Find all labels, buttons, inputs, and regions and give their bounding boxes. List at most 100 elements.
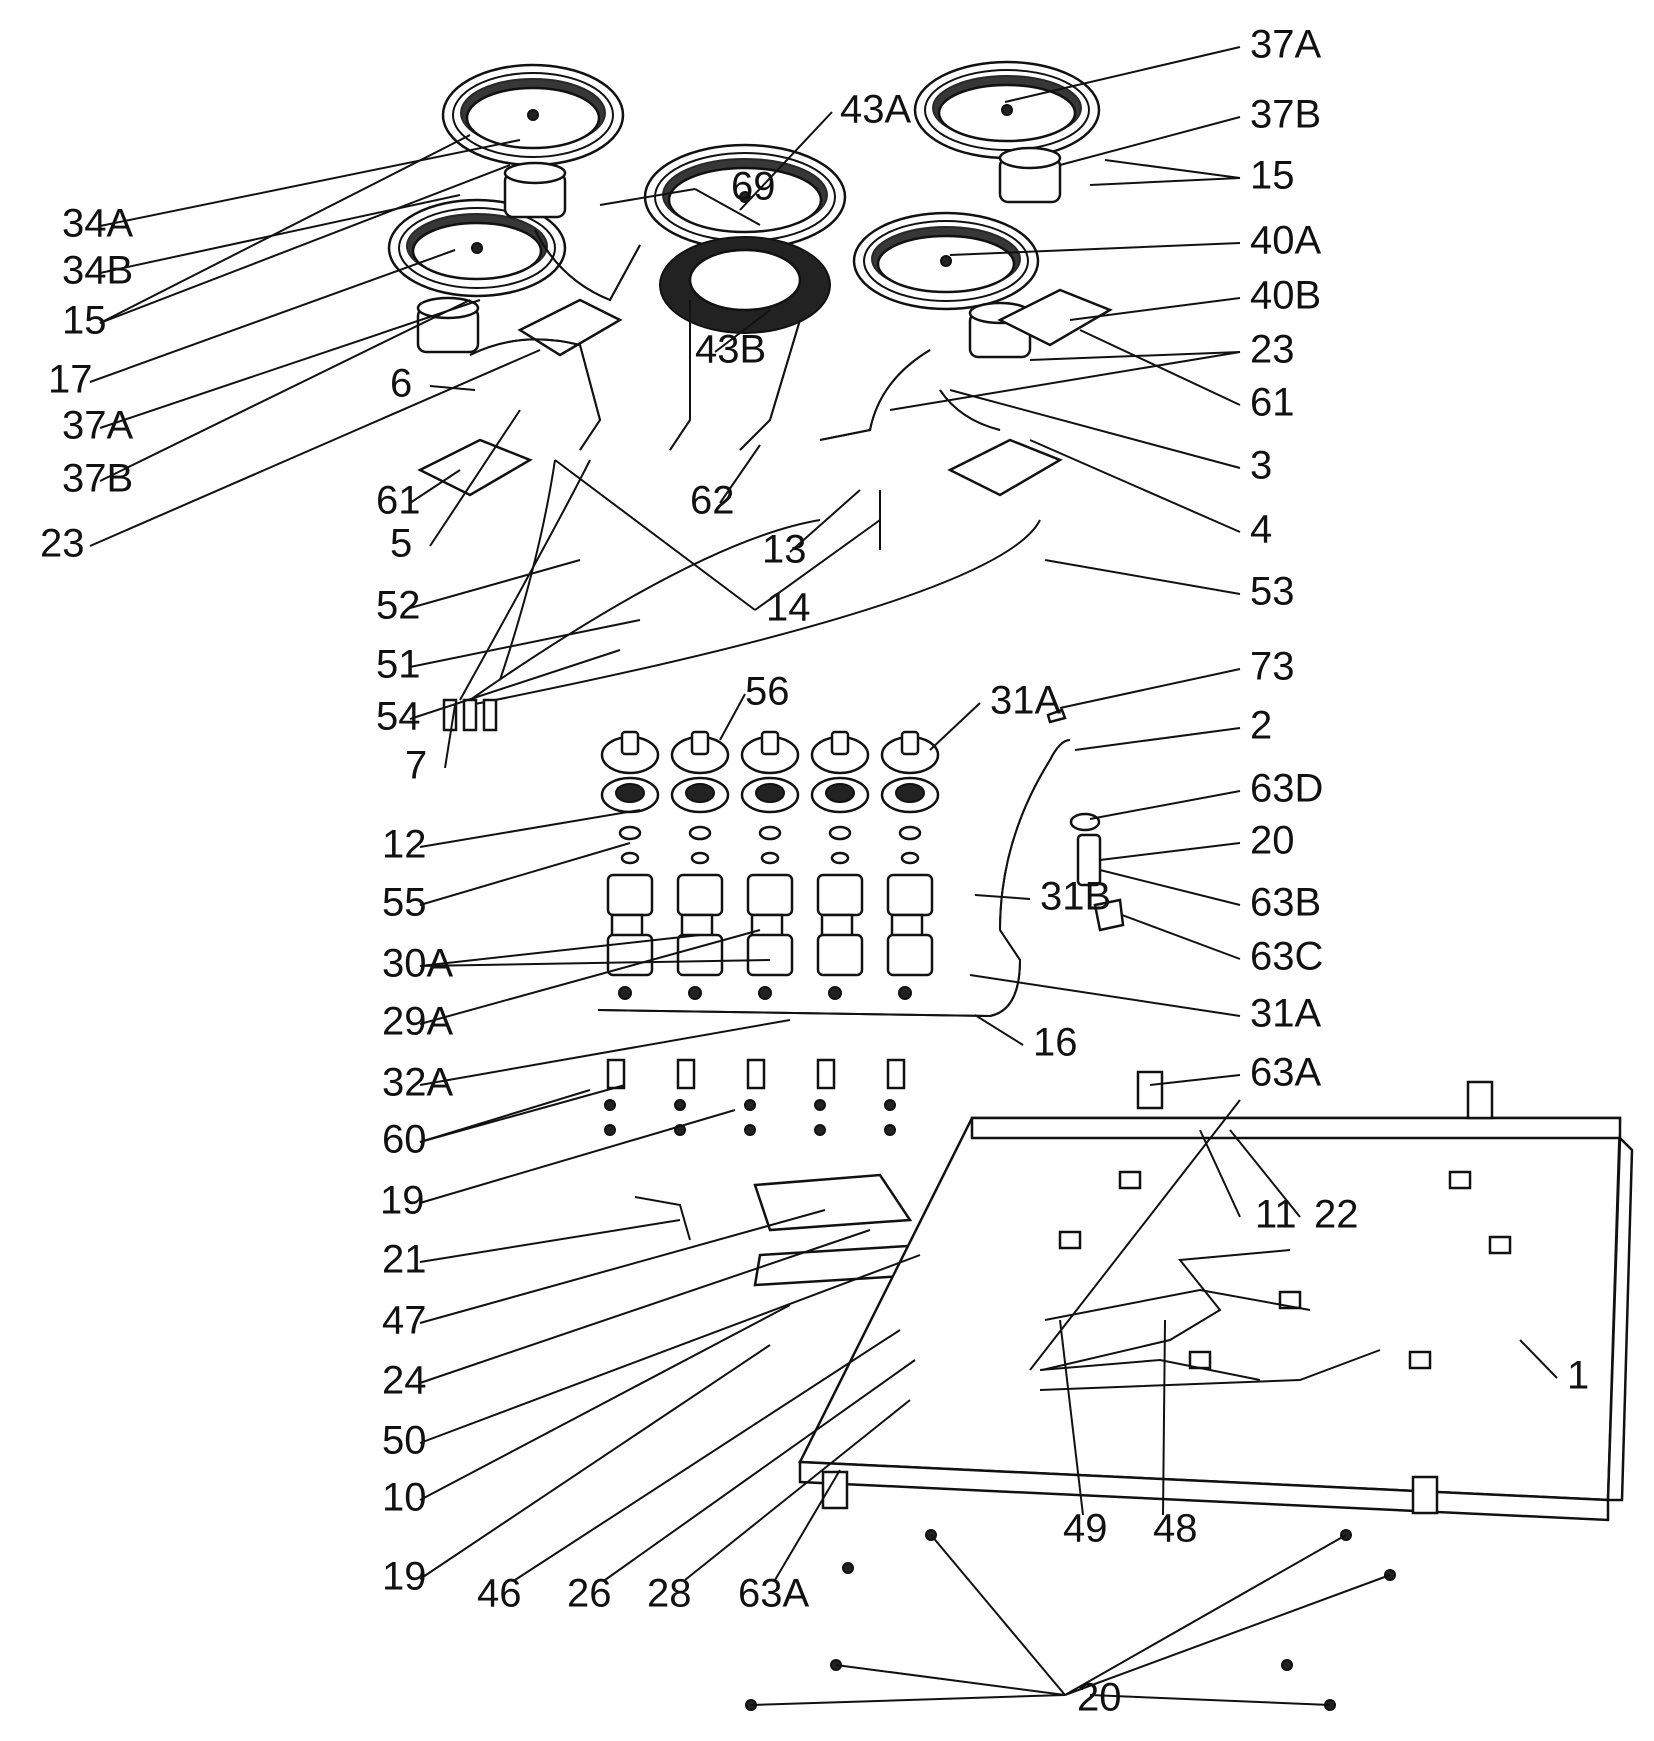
gas-valve-lower bbox=[746, 933, 794, 977]
leader-line bbox=[1149, 1074, 1241, 1086]
leader-line bbox=[1029, 439, 1241, 533]
leader-line bbox=[750, 1694, 1066, 1706]
spring-washer bbox=[688, 825, 712, 841]
leader-line bbox=[419, 959, 771, 967]
leader-line bbox=[419, 842, 631, 906]
burner-center bbox=[940, 255, 952, 267]
screw bbox=[814, 1124, 826, 1136]
screw bbox=[744, 1099, 756, 1111]
callout-7: 7 bbox=[405, 744, 427, 788]
leader-line bbox=[419, 809, 641, 848]
callout-43b: 43B bbox=[695, 328, 766, 372]
chassis-tab bbox=[1448, 1170, 1472, 1190]
callout-47: 47 bbox=[382, 1299, 427, 1343]
screw bbox=[674, 1099, 686, 1111]
wire-harness bbox=[1044, 1288, 1311, 1321]
callout-28: 28 bbox=[647, 1572, 692, 1616]
knob-grip bbox=[690, 730, 710, 756]
screw bbox=[604, 1099, 616, 1111]
callout-63c: 63C bbox=[1250, 935, 1323, 979]
leader-line bbox=[1519, 1339, 1558, 1379]
leader-line bbox=[409, 559, 581, 609]
chassis-pan bbox=[798, 1116, 1622, 1502]
chassis-side bbox=[1606, 1135, 1634, 1502]
callout-73: 73 bbox=[1250, 645, 1295, 689]
callout-16: 16 bbox=[1033, 1021, 1078, 1065]
screw bbox=[884, 1099, 896, 1111]
screw bbox=[744, 1124, 756, 1136]
leader-line bbox=[754, 519, 881, 611]
leader-line bbox=[419, 1109, 736, 1204]
callout-43a: 43A bbox=[840, 88, 911, 132]
leader-line bbox=[429, 409, 521, 547]
leader-line bbox=[774, 1469, 841, 1581]
wire-harness bbox=[1039, 1358, 1261, 1381]
leader-line bbox=[89, 349, 541, 547]
valve-fitting bbox=[898, 986, 912, 1000]
o-ring bbox=[830, 851, 850, 865]
chassis-screw bbox=[1281, 1659, 1293, 1671]
leader-line bbox=[949, 242, 1241, 256]
chassis-tab bbox=[1118, 1170, 1142, 1190]
leader-line bbox=[604, 1359, 916, 1581]
leader-line bbox=[1229, 1129, 1301, 1218]
gas-valve-upper bbox=[746, 873, 794, 917]
callout-62: 62 bbox=[690, 479, 735, 523]
gas-tube bbox=[939, 389, 1001, 431]
chassis-tab bbox=[1488, 1235, 1512, 1255]
callout-15: 15 bbox=[62, 299, 107, 343]
chassis-front-rail bbox=[798, 1460, 1610, 1522]
knob-bezel-hole bbox=[685, 783, 715, 803]
callout-23: 23 bbox=[40, 522, 85, 566]
callout-37a: 37A bbox=[62, 404, 133, 448]
leader-line bbox=[99, 299, 471, 482]
knob-bezel-hole bbox=[895, 783, 925, 803]
callout-23: 23 bbox=[1250, 328, 1295, 372]
knob-grip bbox=[760, 730, 780, 756]
ignition-wire bbox=[469, 519, 1041, 706]
callout-50: 50 bbox=[382, 1419, 427, 1463]
leader-line bbox=[99, 134, 471, 324]
valve-fitting bbox=[828, 986, 842, 1000]
callout-69: 69 bbox=[731, 165, 776, 209]
spring-washer bbox=[898, 825, 922, 841]
screw bbox=[604, 1124, 616, 1136]
leader-line bbox=[739, 111, 833, 211]
ignition-wire bbox=[459, 459, 591, 701]
callout-60: 60 bbox=[382, 1118, 427, 1162]
foot-clip bbox=[1466, 1080, 1494, 1120]
burner-ring-inner bbox=[398, 207, 556, 289]
burner-ring-inner bbox=[863, 220, 1029, 302]
callout-40b: 40B bbox=[1250, 274, 1321, 318]
leader-line bbox=[419, 1209, 826, 1324]
knob-grip bbox=[900, 730, 920, 756]
callout-5: 5 bbox=[390, 522, 412, 566]
callout-63a: 63A bbox=[738, 1572, 809, 1616]
chassis-back-rail bbox=[970, 1116, 1622, 1140]
callout-49: 49 bbox=[1063, 1507, 1108, 1551]
burner-center bbox=[471, 242, 483, 254]
leader-line bbox=[684, 1399, 911, 1581]
callout-31b: 31B bbox=[1040, 875, 1111, 919]
callout-37b: 37B bbox=[62, 457, 133, 501]
leader-line bbox=[599, 188, 696, 206]
spring-washer bbox=[828, 825, 852, 841]
wire-connector bbox=[482, 698, 498, 732]
leader-line bbox=[1059, 1319, 1084, 1516]
leader-line bbox=[1162, 1319, 1166, 1516]
gas-valve-upper bbox=[886, 873, 934, 917]
large-burner-cap bbox=[688, 248, 802, 312]
leader-line bbox=[419, 1219, 681, 1263]
leader-line bbox=[419, 1089, 591, 1143]
screw bbox=[884, 1124, 896, 1136]
leader-line bbox=[1059, 116, 1241, 166]
leader-line bbox=[409, 619, 641, 668]
leader-line bbox=[889, 351, 1241, 411]
burner-center bbox=[1001, 104, 1013, 116]
callout-48: 48 bbox=[1153, 1507, 1198, 1551]
burner-body-top bbox=[998, 146, 1062, 170]
foot-clip bbox=[1411, 1475, 1439, 1515]
callout-30a: 30A bbox=[382, 942, 453, 986]
gas-tube bbox=[669, 300, 691, 451]
